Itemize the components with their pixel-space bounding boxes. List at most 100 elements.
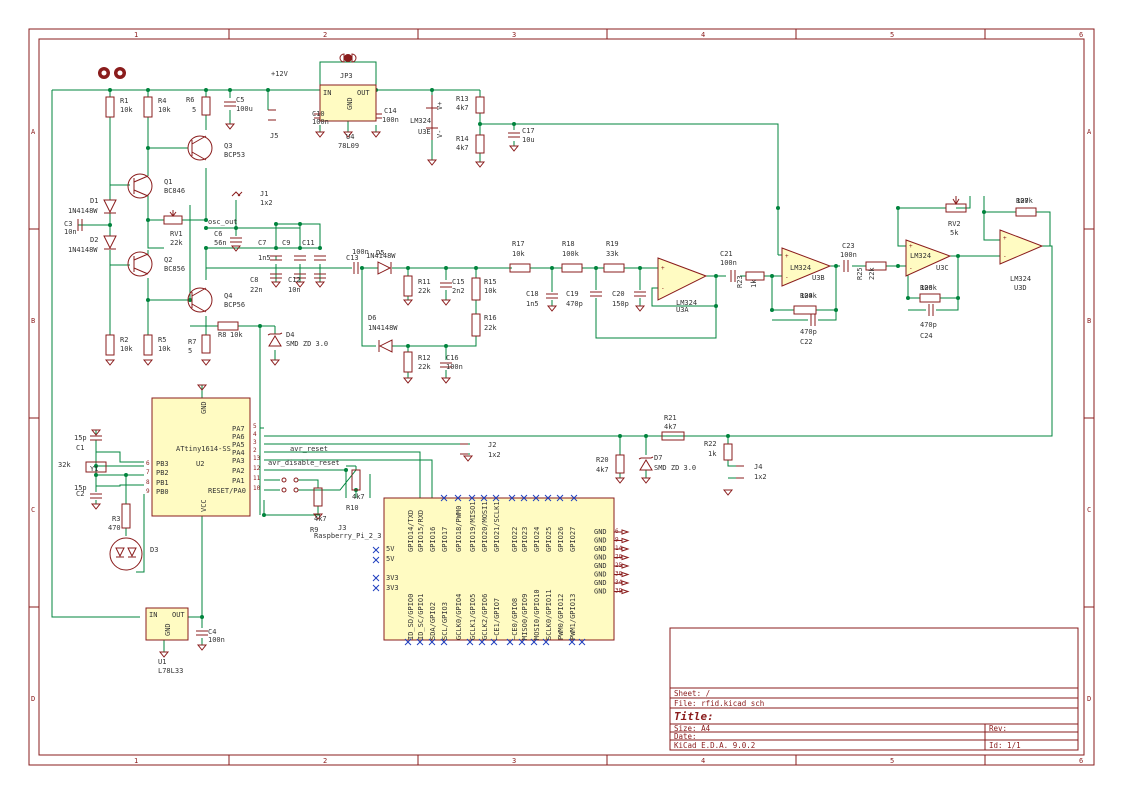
value-r20: 4k7 [596,466,609,474]
ref-d7: D7 [654,454,662,462]
value-c4: 100n [208,636,225,644]
ref-r16: R16 [484,314,497,322]
ref-d5: D5 [376,249,384,257]
ref-r7: R7 [188,338,196,346]
ref-u3b: U3B [812,274,825,282]
value-r4: 10k [158,106,171,114]
opamp-minus-2: - [909,265,913,272]
tb-file: File: rfid.kicad_sch [674,699,764,708]
value-r16: 22k [484,324,497,332]
ref-u2: U2 [196,460,204,468]
ref-c19: C19 [566,290,579,298]
j3-bottom-pin-9: MISO0/GPIO9 [521,594,529,640]
value-c13: 100n [352,248,369,256]
value-c12: 10n [288,286,301,294]
mounting-holes [98,67,126,79]
j3-bottom-pin-5: GCLK1/GPIO5 [469,594,477,640]
ref-c21: C21 [720,250,733,258]
u2-pin-pb0: PB0 [156,488,169,496]
net-osc-out: osc_out [208,218,238,226]
value-d4: SMD ZD 3.0 [286,340,328,348]
ref-d2: D2 [90,236,98,244]
u2-pin-pb2: PB2 [156,469,169,477]
u2-pinnum-r5: 12 [253,465,261,472]
ref-r12: R12 [418,354,431,362]
frame-col-bottom-5: 5 [890,757,894,765]
u2-pin-reset-pa0: RESET/PA0 [208,487,246,495]
symbols [77,53,1044,641]
value-r27: 100k [1016,197,1034,205]
ref-rv1: RV1 [170,230,183,238]
frame-col-top-6: 6 [1079,31,1083,39]
frame-col-top-3: 3 [512,31,516,39]
value-r7: 5 [188,347,192,355]
value-c10: 100n [312,118,329,126]
ref-c7: C7 [258,239,266,247]
u1-gnd-label: GND [164,623,172,636]
frame-col-bottom-3: 3 [512,757,516,765]
ref-j2: J2 [488,441,496,449]
ref-c12: C12 [288,276,301,284]
value-q3: BCP53 [224,151,245,159]
u2-pinnum-r2: 3 [253,439,257,446]
value-c1: 15p [74,434,87,442]
value-r26: 100k [920,284,938,292]
u2-pin-pa2: PA2 [232,467,245,475]
net-avr-disable-reset: avr_disable_reset [268,459,340,467]
value-r23: 1k [750,279,758,288]
value-y1: 32k [58,461,71,469]
value-u3b: LM324 [790,264,811,272]
j3-bottom-pin-1: ID_SC/GPIO1 [417,594,425,640]
j3-bottom-pin-6: GCLK2/GPIO6 [481,594,489,640]
chip-text: IN OUT GND IN OUT GND GND VCC PB36PB27PB… [146,89,1007,640]
ref-r26: R26 [920,284,933,292]
value-r12: 22k [418,363,431,371]
opamp-plus-1: + [785,253,789,260]
j3-bottom-pin-10: MOSI0/GPIO10 [533,589,541,640]
j3-bottom-pin-7: ~CE1/GPIO7 [493,598,501,640]
j3-gnd-pinnum-3: 20 [615,554,623,561]
value-r3: 470 [108,524,121,532]
j3-gnd-pin-2: GND [594,545,607,553]
value-d1: 1N4148W [68,207,98,215]
opamp-plus-3: + [1003,235,1007,242]
value-r25: 22k [868,267,876,280]
ref-r14: R14 [456,135,469,143]
j3-left-pin-2: 3V3 [386,574,399,582]
ref-r8: R8 [218,331,226,339]
frame-row-right-A: A [1087,128,1092,136]
u2-pin-pb1: PB1 [156,479,169,487]
j3-left-pin-0: 5V [386,545,395,553]
ref-r2: R2 [120,336,128,344]
j3-gnd-pinnum-6: 34 [615,579,623,586]
value-c8: 22n [250,286,263,294]
net-vplus: V+ [436,102,444,110]
value-u4: 78L09 [338,142,359,150]
value-r22: 1k [708,450,717,458]
frame-col-top-2: 2 [323,31,327,39]
ref-c6: C6 [214,230,222,238]
ref-jp3: JP3 [340,72,353,80]
opamp-minus-1: - [785,274,789,281]
value-r13: 4k7 [456,104,469,112]
ref-r15: R15 [484,278,497,286]
ref-j4: J4 [754,463,762,471]
value-r11: 22k [418,287,431,295]
u2-pinnum-pb0: 9 [146,488,150,495]
ref-r22: R22 [704,440,717,448]
ref-r10: R10 [346,504,359,512]
j3-gnd-pinnum-7: 39 [615,588,623,595]
j3-bottom-pin-12: PWM0/GPIO12 [557,594,565,640]
tb-tool: KiCad E.D.A. 9.0.2 [674,741,755,750]
ref-q1: Q1 [164,178,172,186]
value-c5: 100u [236,105,253,113]
ref-d1: D1 [90,197,98,205]
value-c22: 470p [800,328,817,336]
frame-col-top-5: 5 [890,31,894,39]
ref-r6: R6 [186,96,194,104]
j3-top-pin-3: GPIO17 [441,527,449,552]
j3-bottom-pin-8: ~CE0/GPIO8 [511,598,519,640]
u2-pin-pb3: PB3 [156,460,169,468]
wires [51,61,1053,652]
tb-size: Size: A4 [674,724,711,733]
